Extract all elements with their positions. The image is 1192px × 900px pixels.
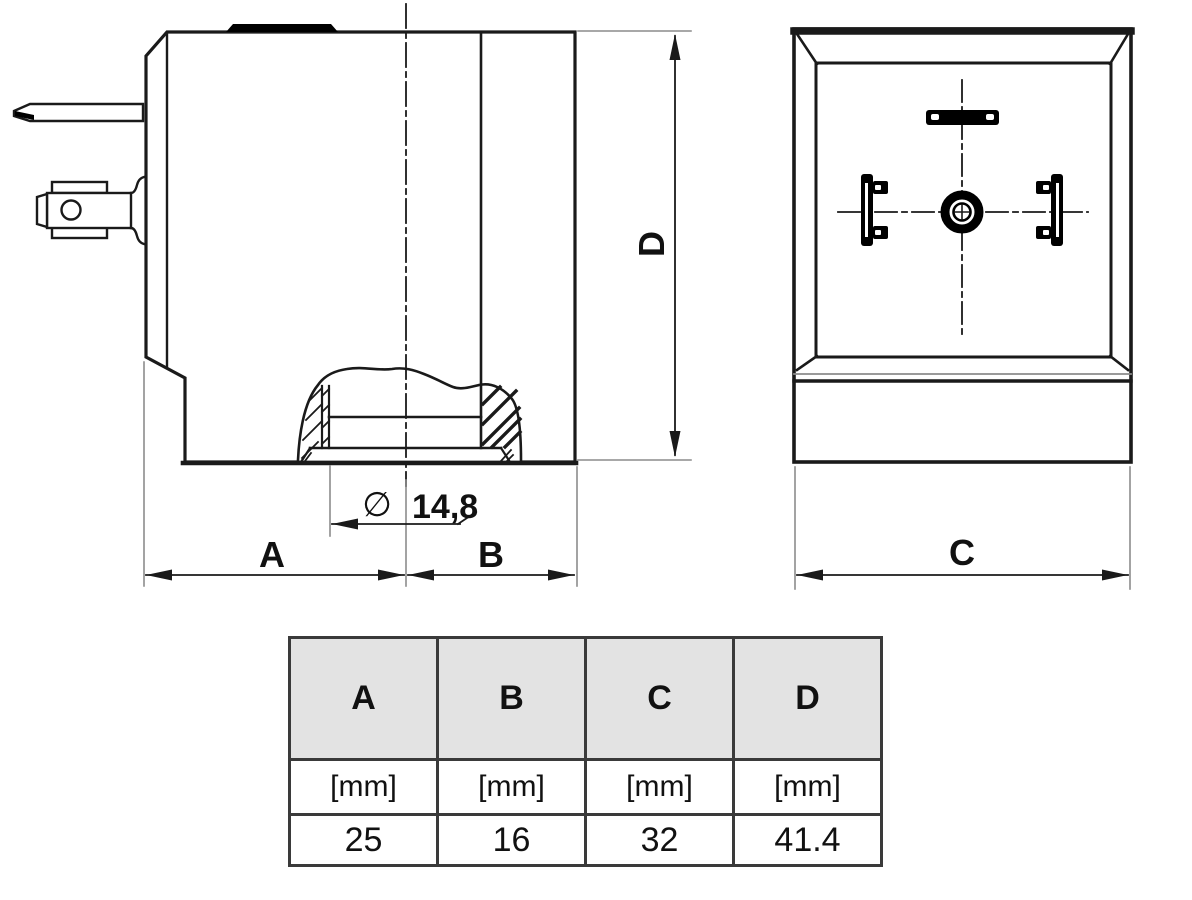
front-inner-box — [814, 61, 1113, 359]
dim-label-a: A — [259, 534, 285, 575]
table-header-d: D — [732, 636, 883, 761]
table-header-b: B — [436, 636, 587, 761]
table-header-row: A B C D — [288, 636, 883, 761]
value-a: 25 — [288, 813, 439, 867]
diameter-value: 14,8 — [412, 488, 478, 526]
unit-b: [mm] — [436, 758, 587, 816]
terminal-blade — [12, 102, 145, 123]
dim-label-d: D — [631, 231, 672, 257]
connector-hole — [60, 199, 82, 221]
extension-lines — [143, 30, 1131, 590]
bore-cross-section — [296, 366, 523, 464]
technical-drawing: A B C D ∅ 14,8 — [12, 3, 1135, 590]
dim-label-b: B — [478, 534, 504, 575]
table-unit-row: [mm] [mm] [mm] [mm] — [288, 758, 883, 816]
side-view — [12, 3, 579, 487]
unit-c: [mm] — [584, 758, 735, 816]
table-value-row: 25 16 32 41.4 — [288, 813, 883, 867]
unit-a: [mm] — [288, 758, 439, 816]
left-bracket-clip — [861, 174, 888, 246]
value-b: 16 — [436, 813, 587, 867]
dimensions: A B C D ∅ 14,8 — [143, 30, 1131, 590]
unit-d: [mm] — [732, 758, 883, 816]
table-header-c: C — [584, 636, 735, 761]
connector-tab — [35, 175, 146, 246]
center-ring — [940, 190, 984, 234]
right-bracket-clip — [1036, 174, 1063, 246]
front-view — [790, 27, 1135, 464]
dimension-arrows — [146, 34, 1128, 581]
value-d: 41.4 — [732, 813, 883, 867]
dimension-lines — [145, 35, 1129, 576]
table-header-a: A — [288, 636, 439, 761]
diameter-symbol: ∅ — [362, 486, 392, 524]
top-edge-band — [226, 24, 338, 32]
dimension-table: A B C D [mm] [mm] [mm] [mm] 25 16 32 41.… — [288, 636, 883, 867]
top-mounting-slot — [926, 110, 999, 125]
dim-label-c: C — [949, 532, 975, 573]
coil-body-outline — [144, 30, 577, 464]
value-c: 32 — [584, 813, 735, 867]
